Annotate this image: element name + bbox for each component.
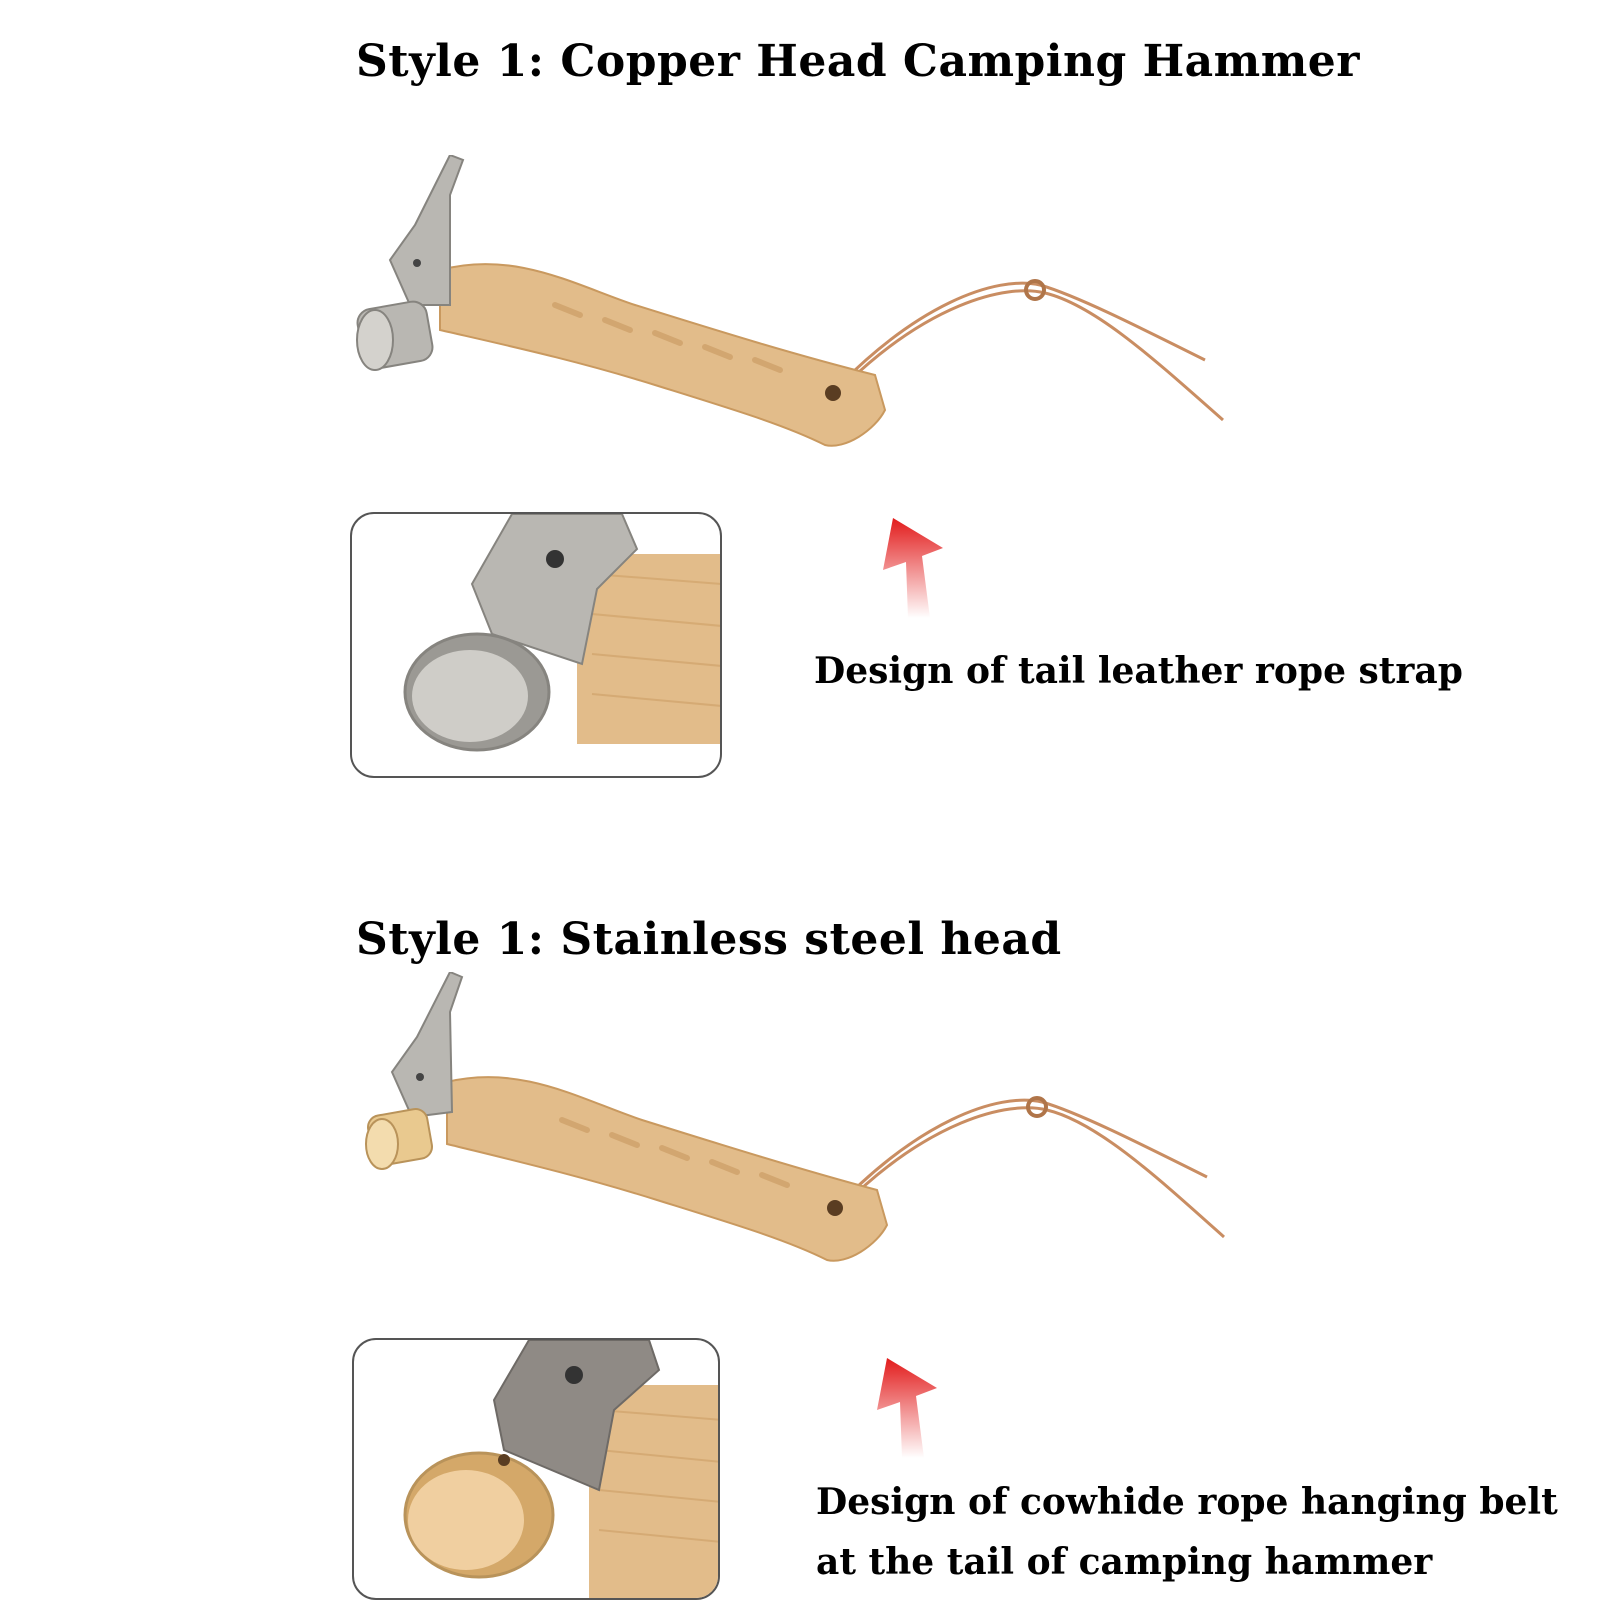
section-1-caption: Design of tail leather rope strap bbox=[814, 641, 1463, 701]
section-1-heading: Style 1: Copper Head Camping Hammer bbox=[356, 36, 1360, 87]
caption-line: Design of tail leather rope strap bbox=[814, 650, 1463, 692]
hammer-photo-stainless bbox=[355, 155, 1255, 455]
arrow-up-icon bbox=[878, 518, 948, 628]
caption-line: at the tail of camping hammer bbox=[816, 1541, 1433, 1583]
detail-panel-stainless-head bbox=[350, 512, 722, 778]
section-2-caption: Design of cowhide rope hanging belt at t… bbox=[816, 1472, 1558, 1592]
section-2-heading: Style 1: Stainless steel head bbox=[356, 914, 1062, 965]
detail-panel-copper-head bbox=[352, 1338, 720, 1600]
caption-line: Design of cowhide rope hanging belt bbox=[816, 1481, 1558, 1523]
arrow-up-icon bbox=[872, 1358, 942, 1468]
hammer-photo-copper bbox=[362, 972, 1262, 1272]
